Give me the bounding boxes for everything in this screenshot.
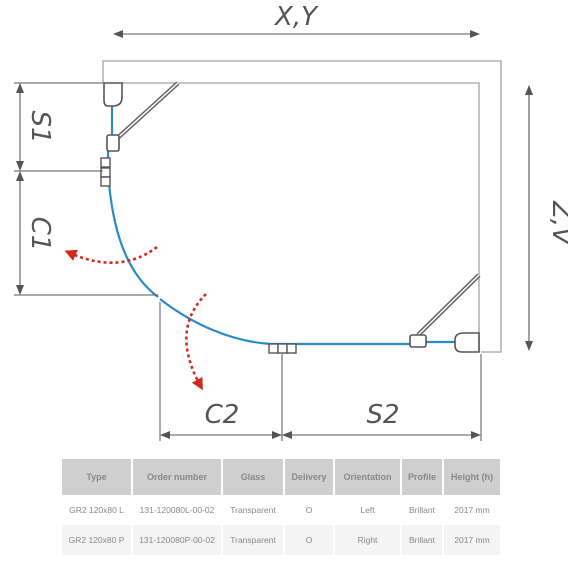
right-fixed-glass-panel	[416, 273, 481, 344]
dimension-label-s2: S2	[366, 400, 399, 430]
table-cell: 2017 mm	[443, 495, 500, 525]
dimension-label-s1: S1	[25, 110, 55, 143]
spec-table: Type Order number Glass Delivery Orienta…	[62, 459, 500, 555]
column-header: Orientation	[334, 459, 402, 495]
door-hinge-left	[100, 157, 111, 187]
table-row: GR2 120x80 L 131-120080L-00-02 Transpare…	[62, 495, 500, 525]
shower-enclosure-diagram: X,Y Z,V S1 C1 C2 S2	[14, 2, 568, 441]
table-row: GR2 120x80 P 131-120080P-00-02 Transpare…	[62, 525, 500, 555]
door-hinge-bottom	[268, 343, 297, 354]
column-header: Height (h)	[443, 459, 500, 495]
table-cell: GR2 120x80 P	[62, 525, 133, 555]
table-header-row: Type Order number Glass Delivery Orienta…	[62, 459, 500, 495]
door-opening-arrow-bottom	[185, 293, 207, 391]
column-header: Profile	[401, 459, 444, 495]
dimension-label-c1: C1	[25, 217, 55, 252]
curved-door-left	[106, 151, 159, 298]
table-cell: 2017 mm	[443, 525, 500, 555]
table-cell: Right	[334, 525, 402, 555]
table-cell: Transparent	[222, 525, 285, 555]
dimension-label-top: X,Y	[273, 2, 319, 32]
table-cell: GR2 120x80 L	[62, 495, 133, 525]
wall-bracket-right	[454, 332, 480, 353]
dimension-label-c2: C2	[205, 400, 240, 430]
dimension-lines	[16, 30, 533, 439]
table-cell: Transparent	[222, 495, 285, 525]
dimension-label-right: Z,V	[546, 200, 568, 247]
column-header: Type	[62, 459, 133, 495]
table-cell: 131-120080P-00-02	[132, 525, 223, 555]
corner-clamp-top	[106, 134, 120, 152]
wall-frame	[102, 60, 502, 353]
table-cell: Brillant	[401, 495, 444, 525]
table-cell: Left	[334, 495, 402, 525]
column-header: Glass	[222, 459, 285, 495]
table-cell: O	[284, 525, 335, 555]
wall-bracket-top	[103, 82, 123, 107]
table-cell: Brillant	[401, 525, 444, 555]
table-cell: 131-120080L-00-02	[132, 495, 223, 525]
column-header: Delivery	[284, 459, 335, 495]
table-cell: O	[284, 495, 335, 525]
curved-door-right	[159, 298, 410, 346]
corner-clamp-right	[409, 334, 427, 348]
column-header: Order number	[132, 459, 223, 495]
extension-lines	[14, 82, 482, 441]
door-opening-arrow-left	[64, 245, 158, 264]
